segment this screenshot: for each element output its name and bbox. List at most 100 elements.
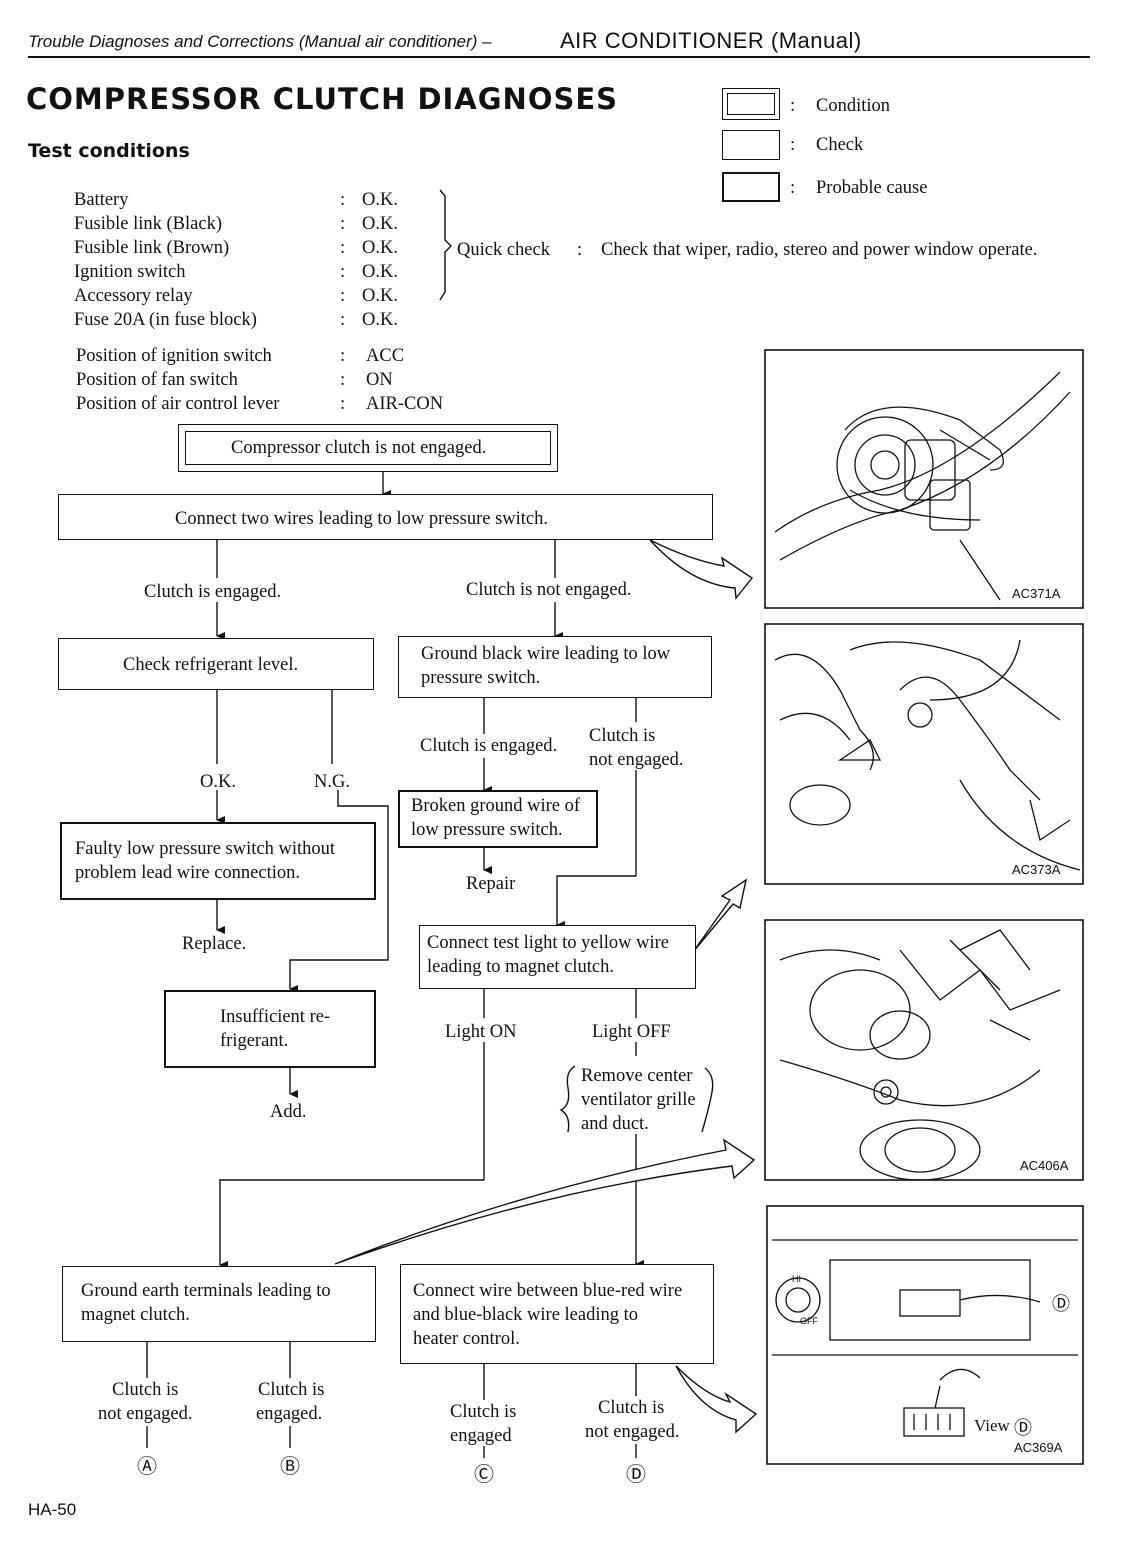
faulty-switch-line1: Faulty low pressure switch without (75, 839, 336, 859)
light-off-label: Light OFF (592, 1022, 671, 1042)
position-sep: : (340, 346, 346, 366)
remove-center-line2: ventilator grille (581, 1090, 696, 1110)
quick-check-label: Quick check (457, 240, 550, 260)
figure-3-code: AC406A (1020, 1158, 1069, 1173)
figure-4-view: View (974, 1416, 1010, 1435)
figure-4-view-marker: Ⓓ (1014, 1418, 1032, 1439)
ground-black-line1: Ground black wire leading to low (421, 644, 671, 664)
connect-wire-box: Connect wire between blue-red wire and b… (400, 1264, 714, 1364)
ge-engaged-line1: Clutch is (258, 1380, 325, 1400)
clutch-not-engaged-label: Clutch is not engaged. (466, 580, 632, 600)
connect-two-wires-box: Connect two wires leading to low pressur… (58, 494, 713, 540)
cw-not-engaged-line1: Clutch is (598, 1398, 665, 1418)
faulty-switch-line2: problem lead wire connection. (75, 863, 300, 883)
ground-earth-line1: Ground earth terminals leading to (81, 1281, 331, 1301)
condition-value: O.K. (362, 262, 398, 282)
condition-sep: : (340, 190, 346, 210)
test-conditions-heading: Test conditions (28, 140, 190, 162)
marker-d: Ⓓ (626, 1462, 646, 1486)
insufficient-line2: frigerant. (220, 1031, 289, 1051)
legend-check: Check (816, 135, 864, 155)
legend-condition: Condition (816, 96, 891, 116)
clutch-not-engaged-2-line2: not engaged. (589, 750, 684, 770)
ge-engaged-line2: engaged. (256, 1404, 323, 1424)
check-refrigerant-box: Check refrigerant level. (58, 638, 374, 690)
ok-label: O.K. (200, 772, 236, 792)
condition-sep: : (340, 310, 346, 330)
broken-ground-wire-box: Broken ground wire of low pressure switc… (398, 790, 598, 848)
figure-4-off: OFF (800, 1316, 818, 1326)
position-label: Position of fan switch (76, 370, 238, 390)
insufficient-refrigerant-box: Insufficient re- frigerant. (164, 990, 376, 1068)
condition-value: O.K. (362, 286, 398, 306)
replace-label: Replace. (182, 934, 247, 954)
legend-sep: : (790, 96, 796, 116)
position-sep: : (340, 394, 346, 414)
connect-wire-line2: and blue-black wire leading to (413, 1305, 638, 1325)
insufficient-line1: Insufficient re- (220, 1007, 331, 1027)
header-section: AIR CONDITIONER (Manual) (560, 28, 862, 53)
connect-two-wires-text: Connect two wires leading to low pressur… (175, 509, 549, 529)
remove-center-line1: Remove center (581, 1066, 693, 1086)
condition-value: O.K. (362, 238, 398, 258)
condition-sep: : (340, 214, 346, 234)
figure-2-code: AC373A (1012, 862, 1061, 877)
page-title: COMPRESSOR CLUTCH DIAGNOSES (26, 82, 619, 116)
figure-4-sketch (772, 1239, 1078, 1437)
figure-1-code: AC371A (1012, 586, 1061, 601)
cw-engaged-line1: Clutch is (450, 1402, 517, 1422)
condition-label: Fusible link (Brown) (74, 238, 230, 258)
position-value: ACC (366, 346, 405, 366)
repair-label: Repair (466, 874, 516, 894)
broken-ground-line2: low pressure switch. (411, 820, 563, 840)
start-condition-text: Compressor clutch is not engaged. (231, 438, 487, 458)
ge-not-engaged-line2: not engaged. (98, 1404, 193, 1424)
clutch-engaged-label: Clutch is engaged. (144, 582, 282, 602)
condition-label: Battery (74, 190, 129, 210)
condition-label: Fuse 20A (in fuse block) (74, 310, 257, 330)
connect-test-light-line1: Connect test light to yellow wire (427, 933, 669, 953)
condition-value: O.K. (362, 214, 398, 234)
condition-sep: : (340, 286, 346, 306)
check-refrigerant-text: Check refrigerant level. (123, 655, 299, 675)
ground-black-wire-box: Ground black wire leading to low pressur… (398, 636, 712, 698)
cw-engaged-line2: engaged (450, 1426, 512, 1446)
ground-earth-line2: magnet clutch. (81, 1305, 190, 1325)
condition-label: Accessory relay (74, 286, 193, 306)
quick-check-sep: : (577, 240, 583, 260)
connect-wire-line1: Connect wire between blue-red wire (413, 1281, 683, 1301)
condition-label: Fusible link (Black) (74, 214, 222, 234)
condition-value: O.K. (362, 190, 398, 210)
header-subtitle: Trouble Diagnoses and Corrections (Manua… (28, 32, 492, 51)
marker-a: Ⓐ (137, 1454, 157, 1478)
condition-label: Ignition switch (74, 262, 186, 282)
condition-sep: : (340, 238, 346, 258)
figure-4-d-marker: Ⓓ (1052, 1294, 1070, 1315)
position-sep: : (340, 370, 346, 390)
legend-sep: : (790, 178, 796, 198)
remove-center-line3: and duct. (581, 1114, 649, 1134)
marker-b: Ⓑ (280, 1454, 300, 1478)
figure-3-sketch (779, 929, 1061, 1181)
ng-label: N.G. (314, 772, 350, 792)
legend-check-box (722, 130, 780, 160)
figure-1-sketch (774, 371, 1071, 601)
header-rule (28, 56, 1090, 58)
ge-not-engaged-line1: Clutch is (112, 1380, 179, 1400)
position-value: AIR-CON (366, 394, 444, 414)
legend-condition-box (722, 88, 780, 120)
connect-test-light-box: Connect test light to yellow wire leadin… (419, 925, 696, 989)
connect-wire-line3: heater control. (413, 1329, 520, 1349)
position-label: Position of ignition switch (76, 346, 272, 366)
clutch-not-engaged-2-line1: Clutch is (589, 726, 656, 746)
position-label: Position of air control lever (76, 394, 280, 414)
condition-sep: : (340, 262, 346, 282)
start-condition-box: Compressor clutch is not engaged. (178, 424, 558, 472)
legend-cause-box (722, 172, 780, 202)
clutch-engaged-label-2: Clutch is engaged. (420, 736, 558, 756)
add-label: Add. (270, 1102, 307, 1122)
ground-earth-box: Ground earth terminals leading to magnet… (62, 1266, 376, 1342)
marker-c: Ⓒ (474, 1462, 494, 1486)
figure-4-code: AC369A (1014, 1440, 1063, 1455)
legend-cause: Probable cause (816, 178, 928, 198)
